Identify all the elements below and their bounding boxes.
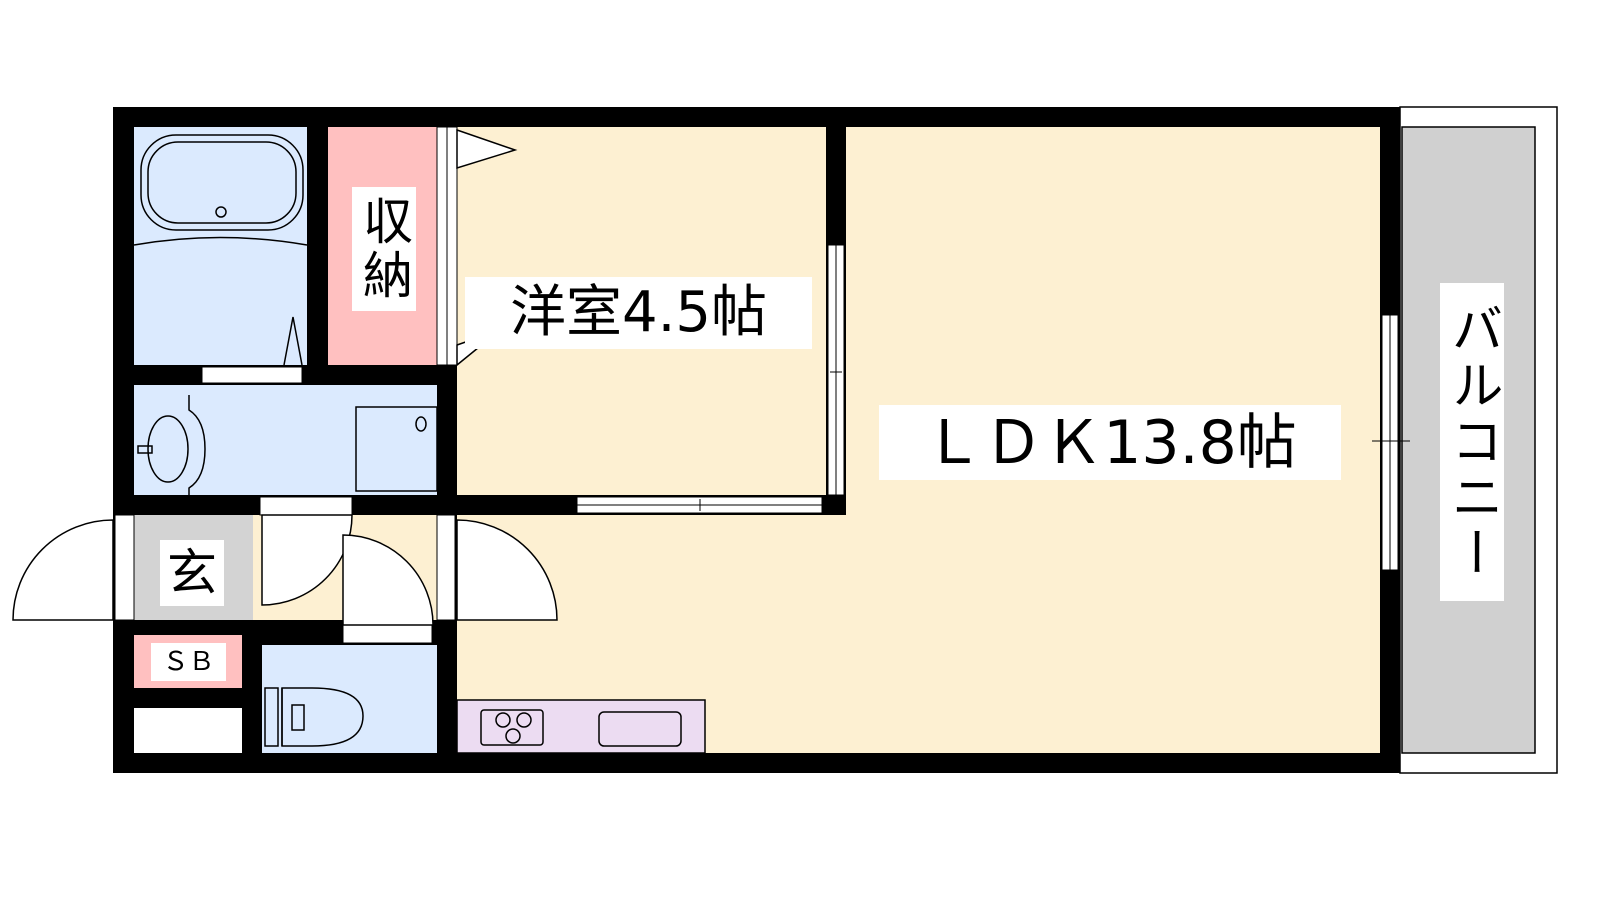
washroom <box>134 385 437 495</box>
washing-machine-icon <box>355 406 438 492</box>
toilet-icon <box>264 687 364 747</box>
western-room-label: 洋室4.5帖 <box>465 277 812 349</box>
sink-icon <box>137 395 206 495</box>
toilet-room <box>262 645 437 753</box>
storage-label: 収納 <box>352 187 416 311</box>
bathroom <box>134 127 307 365</box>
balcony-label: バルコニー <box>1440 283 1504 601</box>
kitchen-sink-icon <box>598 711 682 747</box>
entrance-label: 玄 <box>160 540 224 606</box>
ldk-label: ＬＤＫ13.8帖 <box>879 405 1341 480</box>
bathtub-icon <box>133 134 308 366</box>
stove-icon <box>480 709 544 746</box>
shoe-box-label: ＳＢ <box>151 643 226 681</box>
kitchen-counter <box>456 699 706 754</box>
